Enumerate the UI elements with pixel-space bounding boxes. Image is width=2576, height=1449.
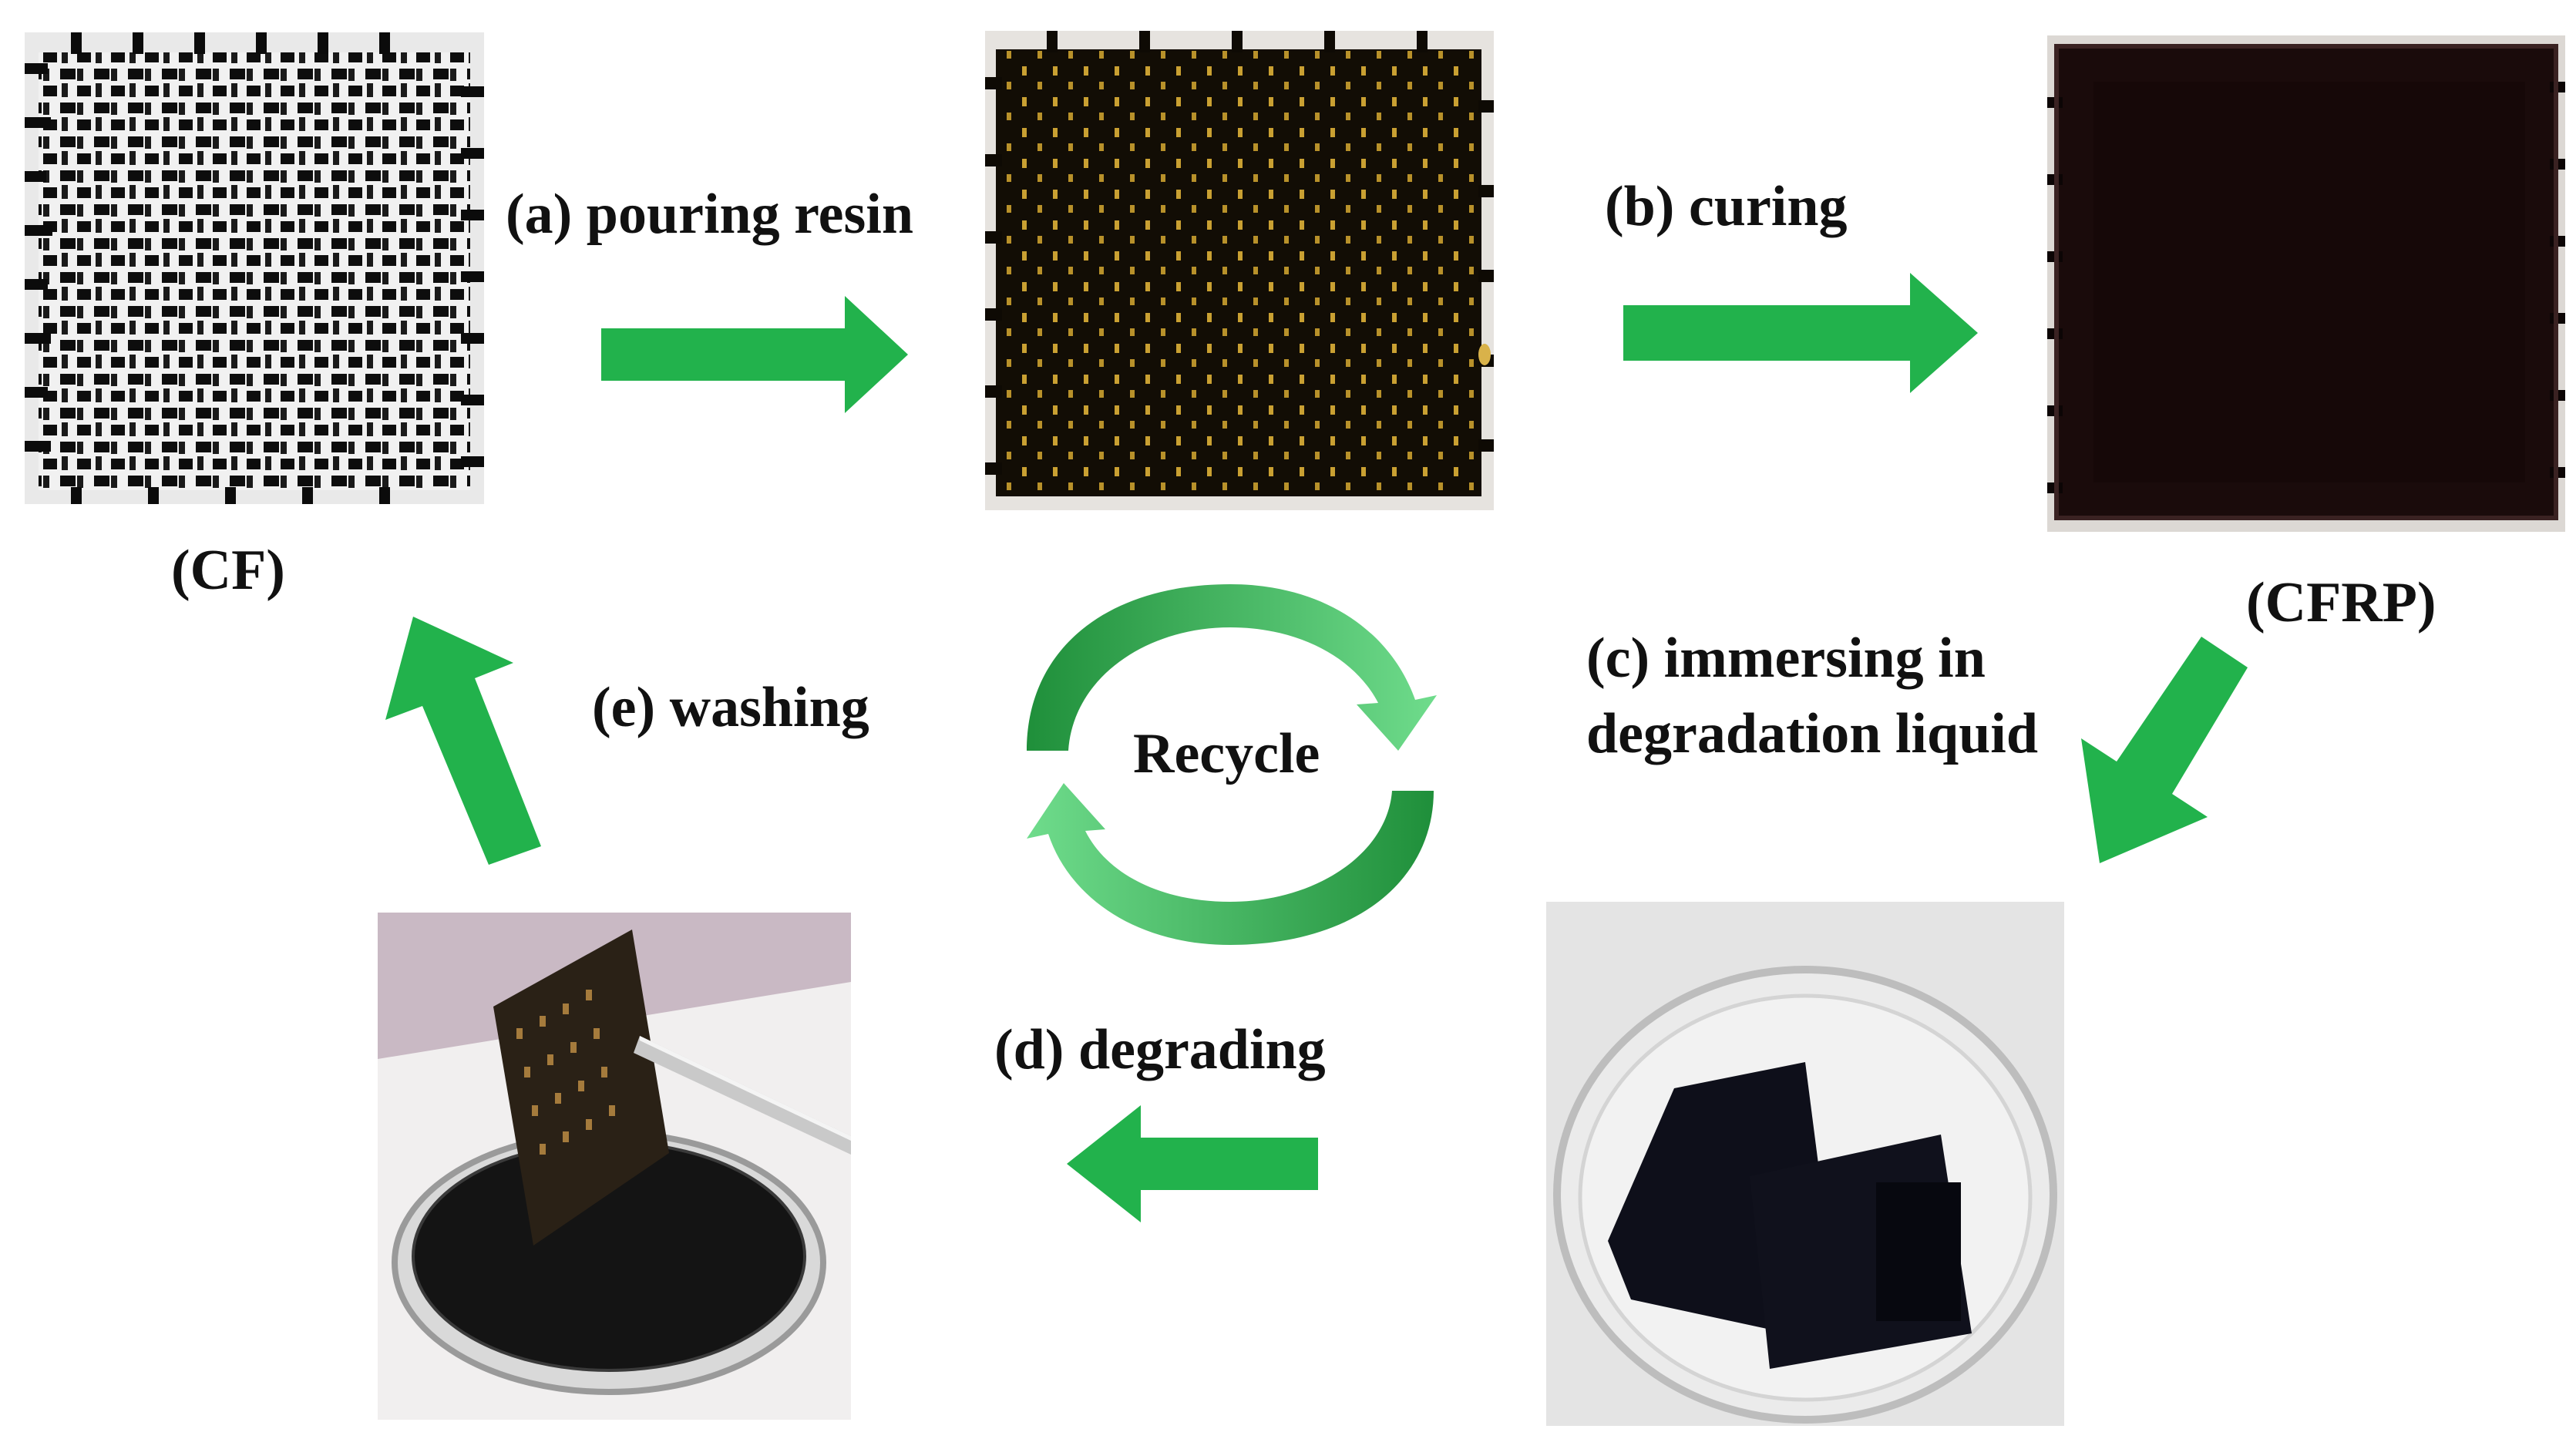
step-c-label-line1: (c) immersing in	[1586, 627, 1986, 690]
cfrp-label: (CFRP)	[2246, 571, 2436, 634]
arrow-e-up-left-icon	[382, 617, 544, 865]
step-e-label: (e) washing	[592, 676, 869, 739]
resin-fabric-photo	[985, 31, 1494, 510]
arrow-b-right-icon	[1623, 273, 1978, 393]
arrow-a-right-icon	[601, 296, 908, 413]
arrow-c-down-left-icon	[2081, 632, 2251, 863]
petri-dish-immersion-photo	[1546, 902, 2064, 1426]
cf-fabric-photo	[25, 32, 484, 504]
cf-label: (CF)	[171, 539, 285, 602]
recycle-cycle-icon	[999, 580, 1461, 950]
step-a-label: (a) pouring resin	[506, 183, 914, 246]
step-b-label: (b) curing	[1605, 175, 1848, 238]
step-d-label: (d) degrading	[994, 1018, 1326, 1081]
degrading-fabric-photo	[378, 913, 851, 1420]
step-c-label-line2: degradation liquid	[1586, 702, 2039, 765]
cfrp-plate-photo	[2047, 35, 2565, 532]
recycle-label: Recycle	[1133, 722, 1320, 785]
arrow-d-left-icon	[1067, 1105, 1318, 1222]
